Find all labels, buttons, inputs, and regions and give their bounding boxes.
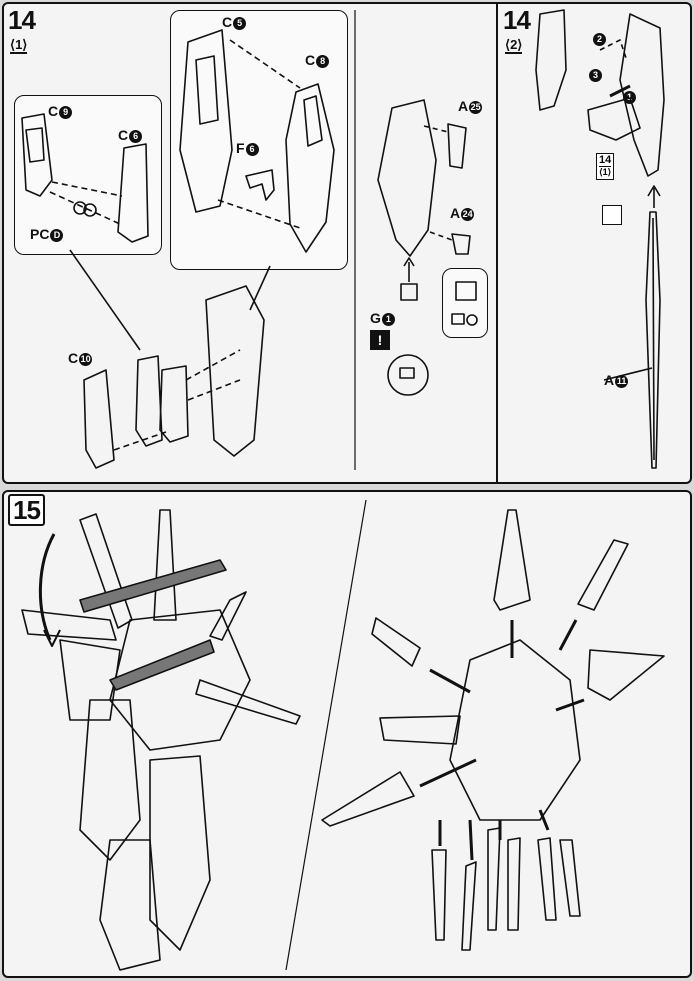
label-letter: C bbox=[222, 14, 233, 30]
part-c6 bbox=[117, 143, 149, 243]
label-letter: C bbox=[118, 127, 129, 143]
ref-sub: ⟨1⟩ bbox=[599, 166, 612, 177]
reference-step-box: 14 ⟨1⟩ bbox=[596, 153, 615, 180]
label-letter: C bbox=[48, 103, 59, 119]
label-letter: A bbox=[604, 372, 615, 388]
part-c-assembly bbox=[135, 355, 163, 447]
ref-number: 14 bbox=[599, 154, 612, 166]
label-letter: A bbox=[458, 98, 469, 114]
step-number-2: 14 bbox=[503, 5, 531, 35]
label-number: D bbox=[50, 229, 64, 242]
part-c9 bbox=[21, 113, 53, 197]
label-number: 25 bbox=[469, 101, 483, 114]
part-binder-left bbox=[535, 9, 567, 111]
label-number: 5 bbox=[233, 17, 247, 30]
label-letter: C bbox=[305, 52, 316, 68]
part-a11 bbox=[645, 211, 661, 469]
label-letter: G bbox=[370, 310, 381, 326]
arrow-icon bbox=[609, 84, 631, 98]
part-a24 bbox=[451, 233, 471, 255]
exploded-view-right bbox=[321, 509, 665, 951]
part-c5 bbox=[179, 29, 233, 213]
part-c10 bbox=[83, 369, 115, 469]
step-sub-label-2: ⟨2⟩ bbox=[505, 37, 523, 54]
label-letter: PC bbox=[30, 226, 50, 242]
part-a25 bbox=[447, 123, 467, 169]
part-c8 bbox=[285, 83, 335, 253]
label-number: 6 bbox=[245, 143, 259, 156]
label-letter: A bbox=[450, 205, 461, 221]
label-number: 9 bbox=[59, 106, 73, 119]
sequence-number-2: 2 bbox=[592, 30, 606, 46]
label-number: 10 bbox=[79, 353, 93, 366]
detail-magnifier bbox=[387, 354, 429, 396]
seq-3: 3 bbox=[589, 69, 602, 82]
label-number: 24 bbox=[461, 208, 475, 221]
cut-icon bbox=[602, 205, 622, 225]
label-number: 8 bbox=[316, 55, 330, 68]
step-number: 14 bbox=[8, 5, 36, 35]
label-number: 6 bbox=[129, 130, 143, 143]
part-panel bbox=[587, 97, 641, 141]
warning-icon: ! bbox=[370, 330, 390, 350]
label-letter: F bbox=[236, 140, 245, 156]
part-g1 bbox=[400, 283, 418, 301]
label-number: 1 bbox=[381, 313, 395, 326]
part-binder bbox=[377, 99, 437, 257]
part-shield-right bbox=[619, 13, 665, 177]
warning-mark: ! bbox=[377, 332, 383, 348]
step-sub-label: ⟨1⟩ bbox=[10, 37, 28, 54]
label-number: 11 bbox=[615, 375, 629, 388]
assembled-suit-left bbox=[21, 509, 301, 971]
part-pcd bbox=[73, 201, 87, 215]
assembled-shield bbox=[205, 285, 265, 457]
subassembly-frame-small bbox=[442, 268, 488, 338]
sequence-number-3: 3 bbox=[588, 66, 602, 82]
part-f6 bbox=[245, 169, 275, 201]
step-number: 15 bbox=[8, 494, 45, 526]
label-letter: C bbox=[68, 350, 79, 366]
subassembly-frame-left bbox=[14, 95, 162, 255]
subassembly-frame-center bbox=[170, 10, 348, 270]
seq-2: 2 bbox=[593, 33, 606, 46]
divider-line bbox=[285, 499, 367, 971]
